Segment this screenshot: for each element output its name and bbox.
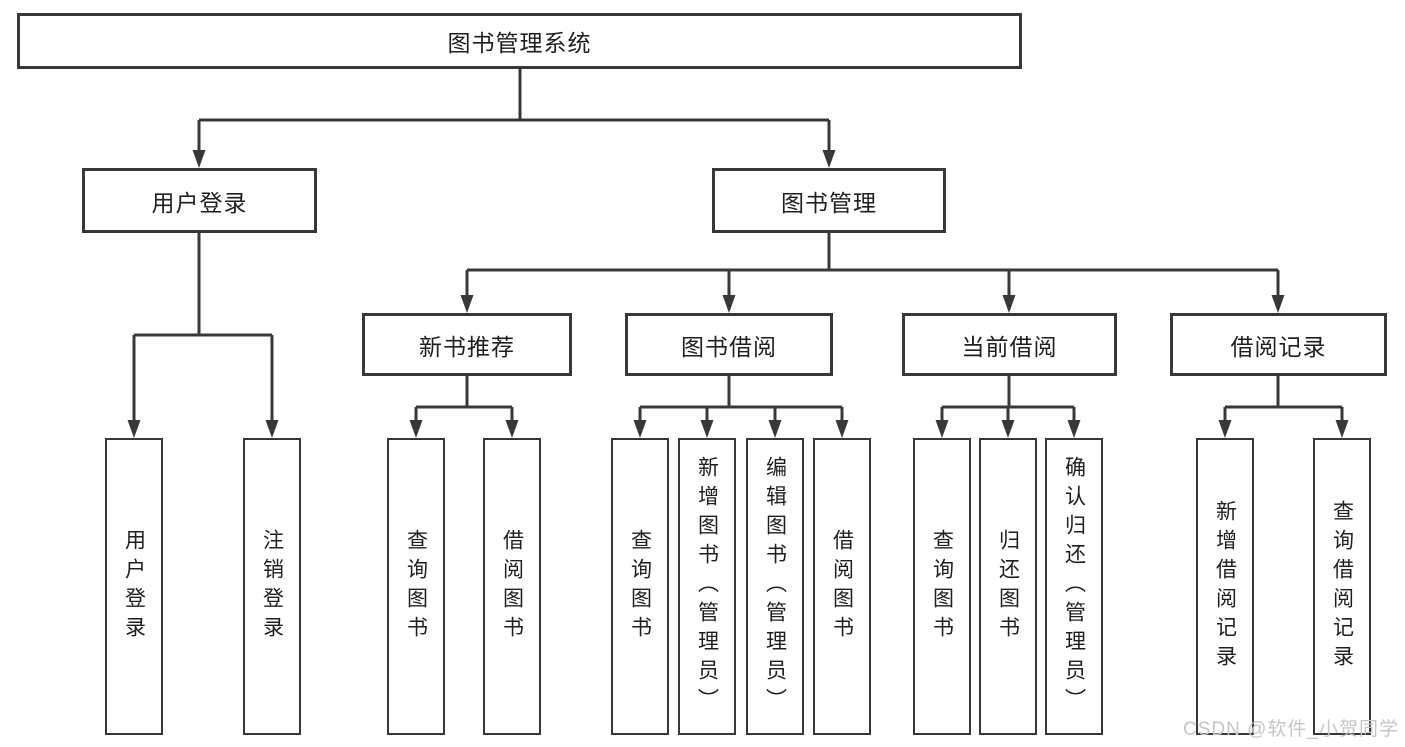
leaf-label: 查询借阅记录 xyxy=(1330,499,1354,674)
node-book-management: 图书管理 xyxy=(712,168,946,233)
leaf-label: 新增借阅记录 xyxy=(1213,499,1237,674)
node-query-books-borrowing: 查询图书 xyxy=(611,438,669,735)
connector-arrowheads xyxy=(127,150,1349,438)
node-add-book-admin: 新增图书（管理员） xyxy=(678,438,736,735)
leaf-label: 注销登录 xyxy=(260,528,284,645)
node-query-books-recommend: 查询图书 xyxy=(387,438,445,735)
node-query-books-current: 查询图书 xyxy=(913,438,971,735)
leaf-label: 归还图书 xyxy=(996,528,1020,645)
node-borrowing-records: 借阅记录 xyxy=(1170,313,1387,376)
node-add-borrow-record: 新增借阅记录 xyxy=(1196,438,1254,735)
csdn-watermark: CSDN @软件_小贺同学 xyxy=(1183,719,1399,740)
node-current-borrowing: 当前借阅 xyxy=(902,313,1117,376)
leaf-label: 查询图书 xyxy=(930,528,954,645)
leaf-label: 借阅图书 xyxy=(830,528,854,645)
node-logout-leaf: 注销登录 xyxy=(243,438,301,735)
node-user-login: 用户登录 xyxy=(82,168,317,233)
node-new-book-recommend: 新书推荐 xyxy=(362,313,572,376)
leaf-label: 查询图书 xyxy=(404,528,428,645)
connector-stems xyxy=(132,68,1344,428)
leaf-label: 查询图书 xyxy=(628,528,652,645)
leaf-label: 用户登录 xyxy=(122,528,146,645)
node-edit-book-admin: 编辑图书（管理员） xyxy=(746,438,804,735)
node-return-book: 归还图书 xyxy=(979,438,1037,735)
leaf-label: 借阅图书 xyxy=(500,528,524,645)
node-user-login-leaf: 用户登录 xyxy=(105,438,163,735)
node-book-borrowing: 图书借阅 xyxy=(625,313,833,376)
leaf-label: 新增图书（管理员） xyxy=(695,456,719,717)
node-borrow-books-leaf: 借阅图书 xyxy=(813,438,871,735)
node-query-borrow-record: 查询借阅记录 xyxy=(1313,438,1371,735)
leaf-label: 编辑图书（管理员） xyxy=(763,456,787,717)
node-root: 图书管理系统 xyxy=(17,13,1022,69)
leaf-label: 确认归还（管理员） xyxy=(1062,456,1086,717)
node-confirm-return-admin: 确认归还（管理员） xyxy=(1045,438,1103,735)
node-borrow-books-recommend: 借阅图书 xyxy=(483,438,541,735)
